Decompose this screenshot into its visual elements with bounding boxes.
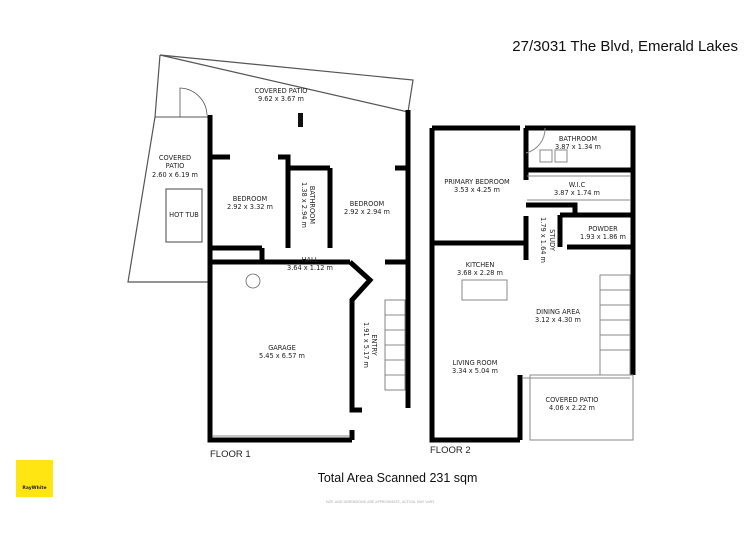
floor-2-plan: BATHROOM 3.87 x 1.34 m PRIMARY BEDROOM 3… <box>429 125 636 456</box>
raywhite-logo: RayWhite <box>16 460 53 497</box>
room-size: 3.34 x 5.04 m <box>452 367 498 375</box>
patio-outline <box>127 54 210 283</box>
room-label: W.I.C <box>569 181 586 189</box>
floor-1-label: FLOOR 1 <box>210 449 251 460</box>
room-label: STUDY <box>548 229 556 252</box>
room-size: 3.12 x 4.30 m <box>535 316 581 324</box>
room-label: DINING AREA <box>536 308 580 316</box>
room-size: 1.38 x 2.94 m <box>300 182 308 228</box>
room-size: 3.53 x 4.25 m <box>454 186 500 194</box>
room-size: 4.06 x 2.22 m <box>549 404 595 412</box>
room-size: 1.91 x 5.17 m <box>362 322 370 368</box>
total-area: Total Area Scanned 231 sqm <box>317 471 478 485</box>
room-size: 1.79 x 1.64 m <box>539 217 547 263</box>
column <box>298 113 303 127</box>
floor-1-walls <box>207 110 411 443</box>
room-label: PRIMARY BEDROOM <box>444 178 510 186</box>
room-label: COVERED <box>159 154 191 162</box>
room-label: COVERED PATIO <box>546 396 599 404</box>
room-label: LIVING ROOM <box>453 359 498 367</box>
room-size: 3.64 x 1.12 m <box>287 264 333 272</box>
room-label: POWDER <box>588 225 618 233</box>
room-label: BEDROOM <box>233 195 268 203</box>
floor-2-walls <box>429 125 636 443</box>
room-size: 3.87 x 1.34 m <box>555 143 601 151</box>
room-label: GARAGE <box>268 344 296 352</box>
room-label: COVERED PATIO <box>255 87 308 95</box>
floor-2-fixtures <box>461 127 634 441</box>
room-size: 2.60 x 6.19 m <box>152 171 198 179</box>
disclaimer: SIZE AND DIMENSIONS ARE APPROXIMATE, ACT… <box>325 500 435 504</box>
stairs <box>212 273 406 437</box>
room-label: PATIO <box>166 162 185 170</box>
room-size: 2.92 x 2.94 m <box>344 208 390 216</box>
room-size: 5.45 x 6.57 m <box>259 352 305 360</box>
patio-outline <box>159 54 414 113</box>
room-label: BEDROOM <box>350 200 385 208</box>
room-size: 3.68 x 2.28 m <box>457 269 503 277</box>
room-size: 9.62 x 3.67 m <box>258 95 304 103</box>
door-swing <box>179 87 208 117</box>
floor-1-plan: COVERED PATIO 9.62 x 3.67 m COVERED PATI… <box>127 54 414 460</box>
room-size: 2.92 x 3.32 m <box>227 203 273 211</box>
room-size: 1.93 x 1.86 m <box>580 233 626 241</box>
room-label: KITCHEN <box>466 261 495 269</box>
logo-text: RayWhite <box>22 486 47 491</box>
property-address-title: 27/3031 The Blvd, Emerald Lakes <box>512 38 738 55</box>
room-label: BATHROOM <box>559 135 597 143</box>
room-label: HOT TUB <box>169 211 199 219</box>
room-label: BATHROOM <box>308 186 316 224</box>
room-label: ENTRY <box>370 334 378 356</box>
hot-tub <box>165 188 203 243</box>
room-label: HALL <box>302 256 319 264</box>
room-size: 3.87 x 1.74 m <box>554 189 600 197</box>
floor-2-label: FLOOR 2 <box>430 445 471 456</box>
